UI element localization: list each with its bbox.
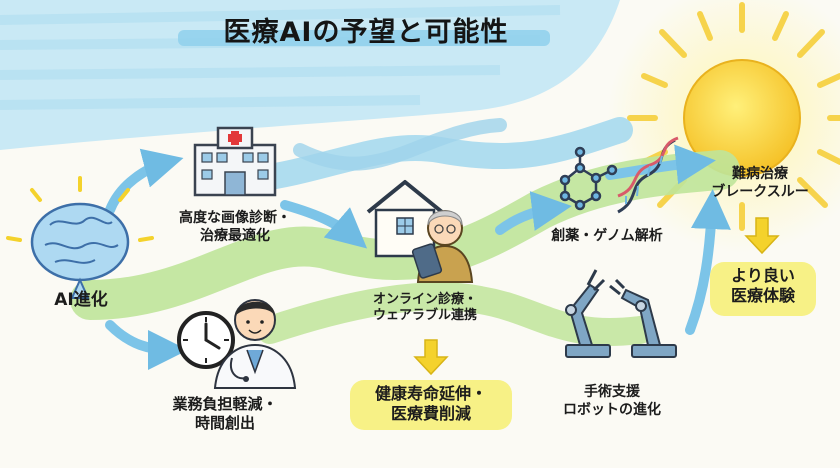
label-online-care: オンライン診療・ ウェアラブル連携 — [355, 292, 495, 325]
label-surgical-robot: 手術支援 ロボットの進化 — [552, 384, 672, 419]
label-workload-reduction-line2: 時間創出 — [194, 413, 255, 432]
highlight-longevity — [350, 380, 512, 430]
label-online-care-line1: オンライン診療・ — [372, 292, 477, 307]
label-surgical-robot-line1: 手術支援 — [584, 384, 640, 400]
label-healthy-longevity-line2: 医療費削減 — [390, 404, 471, 423]
label-healthy-longevity: 健康寿命延伸・ 医療費削減 — [350, 384, 512, 424]
hospital-icon — [193, 126, 277, 197]
label-breakthrough-line1: 難病治療 — [732, 166, 788, 182]
label-advanced-imaging-line1: 高度な画像診断・ — [179, 210, 291, 226]
brain-icon — [6, 176, 154, 299]
label-healthy-longevity-line1: 健康寿命延伸・ — [374, 384, 487, 403]
robot-arm-icon — [565, 269, 677, 358]
title-underline — [178, 30, 550, 46]
label-drug-discovery: 創薬・ゲノム解析 — [551, 228, 663, 244]
down-arrow-2 — [744, 217, 780, 255]
label-online-care-line2: ウェアラブル連携 — [372, 308, 477, 324]
label-breakthrough-line2: ブレークスルー — [711, 183, 809, 200]
label-ai-evolution: AI進化 — [54, 290, 108, 310]
label-better-experience-line2: 医療体験 — [730, 286, 795, 305]
label-better-experience-line1: より良い — [731, 266, 795, 285]
molecule-icon — [559, 146, 618, 211]
highlight-better-care — [710, 262, 816, 316]
label-better-experience: より良い 医療体験 — [710, 266, 816, 306]
elderly-patient-icon — [411, 210, 474, 283]
page-title: 医療AIの予望と可能性 — [223, 17, 509, 48]
doctor-icon — [213, 299, 297, 389]
result-arrows — [413, 217, 780, 376]
sun-icon — [607, 0, 840, 253]
clock-icon — [177, 311, 235, 369]
flow-arrows — [105, 144, 731, 370]
label-breakthrough: 難病治療 ブレークスルー — [700, 166, 820, 201]
label-surgical-robot-line2: ロボットの進化 — [563, 401, 661, 418]
label-advanced-imaging-line2: 治療最適化 — [200, 227, 270, 244]
label-workload-reduction-line1: 業務負担軽減・ — [172, 395, 278, 413]
dna-icon — [617, 136, 679, 214]
label-workload-reduction: 業務負担軽減・ 時間創出 — [150, 395, 300, 433]
down-arrow-1 — [413, 339, 449, 376]
label-advanced-imaging: 高度な画像診断・ 治療最適化 — [170, 210, 300, 245]
